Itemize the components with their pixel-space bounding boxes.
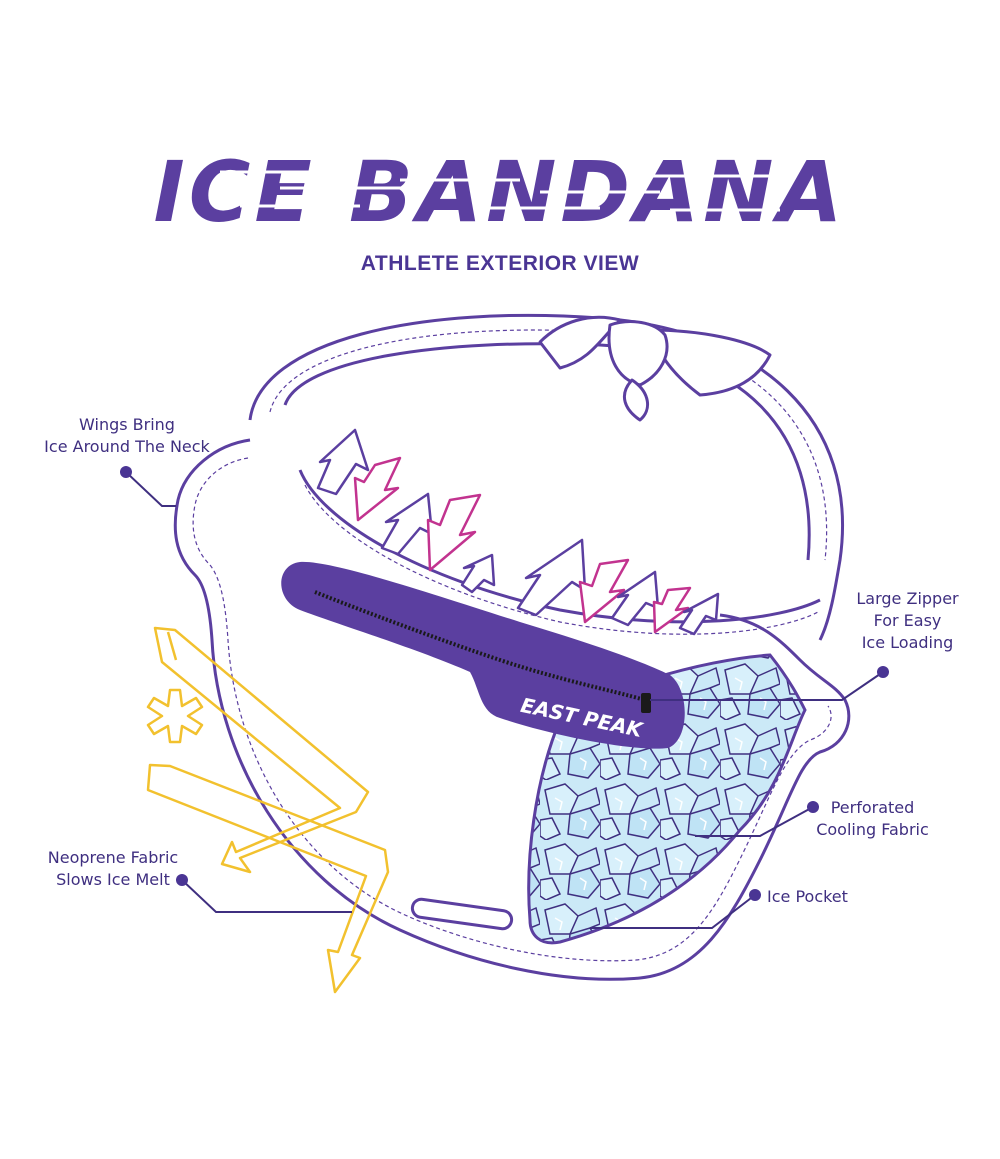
arrow-up-6 (678, 592, 720, 636)
leader-wings (125, 471, 176, 507)
callout-zipper-line2: For Easy (873, 611, 942, 630)
leader-neoprene (181, 879, 352, 913)
leader-zipper (650, 671, 884, 701)
arrow-up-1 (316, 428, 370, 496)
callout-wings-line1: Wings Bring (79, 415, 175, 434)
arrow-up-2 (380, 492, 434, 556)
arrow-down-1 (353, 456, 402, 522)
bottom-slot (410, 897, 514, 931)
callout-zipper: Large Zipper For Easy Ice Loading (840, 588, 975, 654)
arrow-up-4 (516, 538, 587, 617)
dot-perforated (807, 801, 819, 813)
callout-perforated: Perforated Cooling Fabric (800, 797, 945, 841)
callout-neoprene-line1: Neoprene Fabric (47, 848, 179, 867)
dot-wings (120, 466, 132, 478)
callout-zipper-line1: Large Zipper (856, 589, 959, 608)
leader-perforated (695, 806, 814, 837)
dot-zipper (877, 666, 889, 678)
knot (538, 315, 772, 422)
sun-icon (146, 688, 204, 744)
dot-pocket (749, 889, 761, 901)
arrow-down-3 (578, 558, 630, 624)
arrow-down-2 (426, 493, 482, 572)
callout-pocket: Ice Pocket (767, 886, 887, 908)
callout-pocket-line1: Ice Pocket (767, 887, 848, 906)
callout-neoprene: Neoprene Fabric Slows Ice Melt (28, 847, 198, 891)
arrow-up-3 (460, 553, 496, 594)
callout-wings-line2: Ice Around The Neck (44, 437, 210, 456)
callout-wings: Wings Bring Ice Around The Neck (22, 414, 232, 458)
arrow-up-5 (610, 570, 660, 627)
heat-arrows (146, 626, 390, 994)
arrow-down-4 (652, 586, 692, 634)
callout-neoprene-line2: Slows Ice Melt (56, 870, 170, 889)
diagram-subtitle: ATHLETE EXTERIOR VIEW (360, 252, 640, 275)
zipper-band (281, 561, 685, 749)
dot-neoprene (176, 874, 188, 886)
leader-pocket (590, 894, 756, 929)
callout-perforated-line1: Perforated (830, 798, 915, 817)
callout-perforated-line2: Cooling Fabric (816, 820, 929, 839)
diagram-title: ICE BANDANA (153, 143, 847, 241)
bandana-body (173, 438, 851, 981)
callout-zipper-line3: Ice Loading (861, 633, 954, 652)
